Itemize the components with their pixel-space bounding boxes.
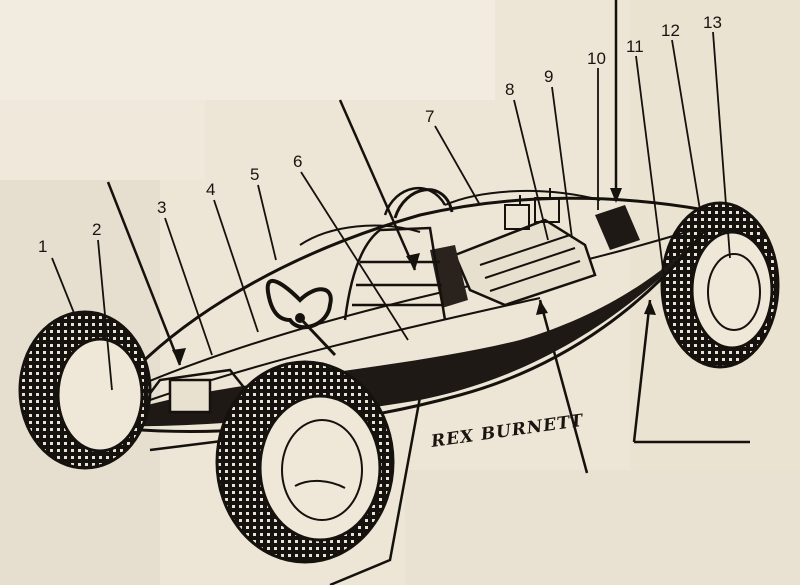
front-right-wheel bbox=[215, 360, 395, 564]
callout-2: 2 bbox=[92, 220, 101, 239]
callout-10: 10 bbox=[587, 49, 606, 68]
front-suspension bbox=[129, 368, 251, 452]
callout-7: 7 bbox=[425, 107, 434, 126]
callout-3: 3 bbox=[157, 198, 166, 217]
windscreen bbox=[299, 224, 421, 246]
callout-12: 12 bbox=[661, 21, 680, 40]
callout-9: 9 bbox=[544, 67, 553, 86]
engine-cutaway bbox=[430, 188, 640, 308]
callout-4: 4 bbox=[206, 180, 215, 199]
front-left-wheel bbox=[18, 310, 152, 470]
roll-bar bbox=[393, 188, 454, 219]
callout-labels: 1 2 3 4 5 6 7 8 9 10 11 12 13 bbox=[38, 13, 722, 256]
callout-13: 13 bbox=[703, 13, 722, 32]
callout-1: 1 bbox=[38, 237, 47, 256]
callout-5: 5 bbox=[250, 165, 259, 184]
seat-frame bbox=[343, 226, 447, 321]
steering-wheel bbox=[265, 278, 337, 357]
leader-lines-long bbox=[106, 0, 750, 585]
callout-leaders bbox=[51, 31, 731, 391]
callout-8: 8 bbox=[505, 80, 514, 99]
rear-wheel bbox=[660, 201, 780, 369]
callout-11: 11 bbox=[626, 37, 644, 56]
callout-6: 6 bbox=[293, 152, 302, 171]
